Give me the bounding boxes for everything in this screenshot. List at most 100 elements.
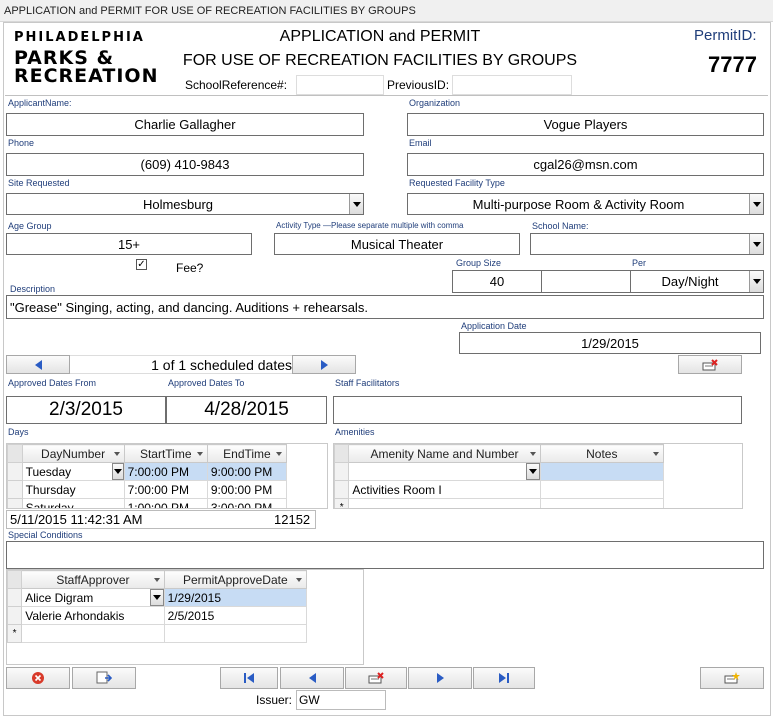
- start-time-cell[interactable]: 7:00:00 PM: [123, 480, 208, 499]
- prev-schedule-button[interactable]: [6, 355, 70, 374]
- chevron-down-icon[interactable]: [149, 589, 164, 606]
- age-group-label: Age Group: [8, 221, 52, 231]
- per-dropdown[interactable]: Day/Night: [630, 270, 764, 293]
- delete-record-button[interactable]: [345, 667, 407, 689]
- amenity-dropdown-cell[interactable]: [348, 462, 541, 481]
- approve-date-cell[interactable]: 1/29/2015: [163, 588, 308, 607]
- table-row[interactable]: *: [7, 624, 308, 643]
- issuer-field[interactable]: GW: [296, 690, 386, 710]
- amenity-cell[interactable]: Activities Room I: [348, 480, 541, 499]
- column-header[interactable]: StaffApprover: [21, 570, 165, 589]
- approved-from-field[interactable]: 2/3/2015: [6, 396, 166, 424]
- email-field[interactable]: cgal26@msn.com: [407, 153, 764, 176]
- group-size-label: Group Size: [456, 258, 502, 268]
- chevron-down-icon[interactable]: [111, 463, 124, 480]
- application-date-field[interactable]: 1/29/2015: [459, 332, 761, 354]
- table-row[interactable]: Valerie Arhondakis 2/5/2015: [7, 606, 308, 625]
- column-header[interactable]: PermitApproveDate: [163, 570, 308, 589]
- last-record-button[interactable]: [473, 667, 535, 689]
- approve-date-cell[interactable]: 2/5/2015: [163, 606, 308, 625]
- form-title-2: FOR USE OF RECREATION FACILITIES BY GROU…: [182, 52, 578, 69]
- approvers-grid: StaffApprover PermitApproveDate Alice Di…: [6, 569, 364, 665]
- row-selector[interactable]: [7, 606, 23, 625]
- facility-value: Multi-purpose Room & Activity Room: [472, 196, 685, 212]
- grid-corner: [7, 444, 23, 463]
- phone-field[interactable]: (609) 410-9843: [6, 153, 364, 176]
- table-row[interactable]: *: [334, 498, 665, 508]
- column-header[interactable]: Notes: [539, 444, 665, 463]
- row-selector[interactable]: [7, 498, 23, 508]
- school-name-dropdown[interactable]: [530, 233, 764, 255]
- start-time-cell[interactable]: 7:00:00 PM: [123, 462, 208, 481]
- chevron-down-icon[interactable]: [525, 463, 540, 480]
- fee-checkbox[interactable]: ✓: [136, 259, 147, 270]
- chevron-down-icon[interactable]: [349, 194, 363, 214]
- window-title: APPLICATION and PERMIT FOR USE OF RECREA…: [0, 0, 773, 22]
- applicant-name-field[interactable]: Charlie Gallagher: [6, 113, 364, 136]
- table-row[interactable]: Tuesday 7:00:00 PM 9:00:00 PM: [7, 462, 288, 481]
- end-time-cell[interactable]: 9:00:00 PM: [206, 480, 288, 499]
- day-dropdown-cell[interactable]: Tuesday: [21, 462, 125, 481]
- table-row[interactable]: Activities Room I: [334, 480, 665, 499]
- approver-cell[interactable]: Valerie Arhondakis: [21, 606, 165, 625]
- row-selector[interactable]: [7, 480, 23, 499]
- previous-id-field[interactable]: [452, 75, 572, 95]
- facility-dropdown[interactable]: Multi-purpose Room & Activity Room: [407, 193, 764, 215]
- row-selector[interactable]: [334, 462, 350, 481]
- new-row-icon[interactable]: *: [7, 624, 23, 643]
- school-ref-field[interactable]: [296, 75, 384, 95]
- end-time-cell[interactable]: 3:00:00 PM: [206, 498, 288, 508]
- permit-id-label: PermitID:: [694, 27, 757, 44]
- chevron-down-icon[interactable]: [749, 194, 763, 214]
- close-form-button[interactable]: [6, 667, 70, 689]
- chevron-down-icon[interactable]: [749, 234, 763, 254]
- approved-to-field[interactable]: 4/28/2015: [166, 396, 327, 424]
- row-selector[interactable]: [7, 462, 23, 481]
- organization-field[interactable]: Vogue Players: [407, 113, 764, 136]
- close-icon: [32, 672, 44, 684]
- amenity-cell[interactable]: [348, 498, 541, 508]
- start-time-cell[interactable]: 1:00:00 PM: [123, 498, 208, 508]
- table-row[interactable]: Alice Digram 1/29/2015: [7, 588, 308, 607]
- description-field[interactable]: "Grease" Singing, acting, and dancing. A…: [6, 295, 764, 319]
- row-selector[interactable]: [7, 588, 23, 607]
- age-group-field[interactable]: 15+: [6, 233, 252, 255]
- timestamp-value: 5/11/2015 11:42:31 AM: [10, 512, 143, 527]
- day-cell[interactable]: Saturday: [21, 498, 125, 508]
- save-button[interactable]: [72, 667, 136, 689]
- column-header[interactable]: DayNumber: [21, 444, 125, 463]
- staff-facilitators-field[interactable]: [333, 396, 742, 424]
- next-schedule-button[interactable]: [292, 355, 356, 374]
- column-header[interactable]: StartTime: [123, 444, 208, 463]
- notes-cell[interactable]: [539, 498, 665, 508]
- table-row[interactable]: Saturday 1:00:00 PM 3:00:00 PM: [7, 498, 288, 508]
- chevron-down-icon[interactable]: [749, 271, 763, 292]
- day-cell[interactable]: Thursday: [21, 480, 125, 499]
- row-selector[interactable]: [334, 480, 350, 499]
- approver-dropdown-cell[interactable]: Alice Digram: [21, 588, 165, 607]
- table-row[interactable]: [334, 462, 665, 481]
- school-name-label: School Name:: [532, 221, 589, 231]
- column-header[interactable]: EndTime: [206, 444, 288, 463]
- end-time-cell[interactable]: 9:00:00 PM: [206, 462, 288, 481]
- notes-cell[interactable]: [539, 480, 665, 499]
- delete-schedule-button[interactable]: [678, 355, 742, 374]
- site-value: Holmesburg: [142, 196, 214, 212]
- activity-type-field[interactable]: Musical Theater: [274, 233, 520, 255]
- table-row[interactable]: Thursday 7:00:00 PM 9:00:00 PM: [7, 480, 288, 499]
- notes-cell[interactable]: [539, 462, 665, 481]
- form-title-1: APPLICATION and PERMIT: [279, 28, 481, 45]
- group-size-extra: [541, 270, 631, 293]
- new-record-button[interactable]: [700, 667, 764, 689]
- group-size-field[interactable]: 40: [452, 270, 542, 293]
- first-record-icon: [244, 673, 246, 683]
- approver-cell[interactable]: [21, 624, 165, 643]
- site-dropdown[interactable]: Holmesburg: [6, 193, 364, 215]
- column-header[interactable]: Amenity Name and Number: [348, 444, 541, 463]
- previous-record-button[interactable]: [280, 667, 344, 689]
- new-row-icon[interactable]: *: [334, 498, 350, 508]
- approve-date-cell[interactable]: [163, 624, 308, 643]
- first-record-button[interactable]: [220, 667, 278, 689]
- next-record-button[interactable]: [408, 667, 472, 689]
- special-conditions-field[interactable]: [6, 541, 764, 569]
